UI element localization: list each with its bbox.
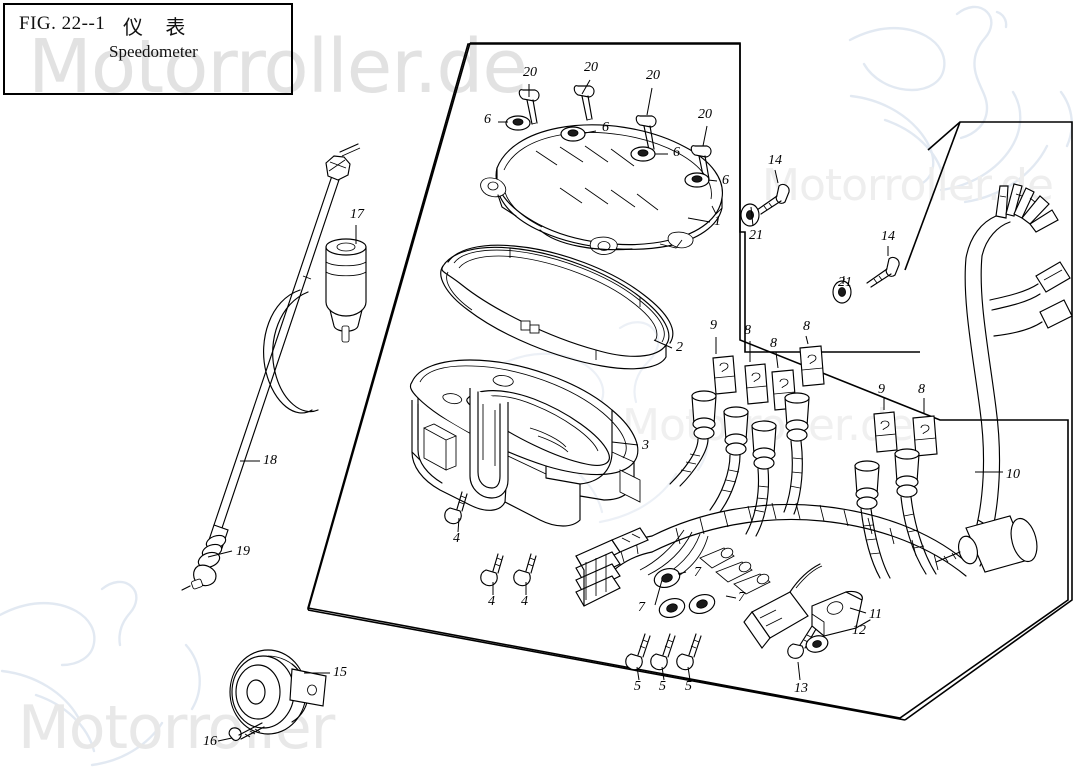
callout-4-a: 4 <box>453 531 460 546</box>
leader-lines <box>207 79 1003 742</box>
callout-9-b: 9 <box>878 382 885 397</box>
multipin-connector <box>575 527 649 607</box>
callout-14-b: 14 <box>881 229 895 244</box>
part-2-gasket-ring <box>440 244 674 370</box>
bulb-socket-group <box>669 345 938 579</box>
part-16-horn-bolt <box>228 722 265 742</box>
terminal-tab-8a <box>744 363 769 405</box>
part-3-speedometer-lower-case <box>409 359 641 527</box>
screw-5-b <box>650 633 676 671</box>
callout-6-b: 6 <box>602 120 609 135</box>
screw-5-a <box>625 633 651 671</box>
callout-8-b: 8 <box>770 336 777 351</box>
part-17-speedometer-gear <box>325 238 367 343</box>
bulb-socket-d <box>783 392 810 515</box>
callout-20-d: 20 <box>698 107 712 122</box>
harness-panel-left <box>904 121 961 271</box>
callout-21-a: 21 <box>749 228 763 243</box>
callout-6-d: 6 <box>722 173 729 188</box>
main-panel-diagonal-left <box>307 42 471 611</box>
terminal-tab-9a <box>712 355 737 395</box>
main-panel-outline <box>470 42 920 353</box>
callout-8-d: 8 <box>918 382 925 397</box>
callout-17: 17 <box>350 207 364 222</box>
screw-14-washer-21-group <box>740 183 900 304</box>
callout-10: 10 <box>1006 467 1020 482</box>
screw-4-a <box>444 491 468 525</box>
part-15-horn <box>228 649 327 742</box>
callout-20-b: 20 <box>584 60 598 75</box>
callout-6-a: 6 <box>484 112 491 127</box>
callout-8-c: 8 <box>803 319 810 334</box>
screw-group-5 <box>625 633 702 671</box>
callout-18: 18 <box>263 453 277 468</box>
callout-4-b: 4 <box>488 594 495 609</box>
callout-7-c: 7 <box>738 590 745 605</box>
callout-15: 15 <box>333 665 347 680</box>
screw-4-b <box>480 553 504 587</box>
callout-20-a: 20 <box>523 65 537 80</box>
callout-20-c: 20 <box>646 68 660 83</box>
screw-5-c <box>676 633 702 671</box>
callout-12: 12 <box>852 623 866 638</box>
figure-number: FIG. 22--1 <box>19 13 106 34</box>
callout-8-a: 8 <box>744 323 751 338</box>
figure-title-chinese: 仪 表 <box>123 15 194 39</box>
part-13-connector <box>743 563 823 659</box>
callout-2: 2 <box>676 340 683 355</box>
callout-4-c: 4 <box>521 594 528 609</box>
ring-terminal-group <box>699 547 771 595</box>
bulb-socket-e <box>854 460 891 579</box>
screw-group-4 <box>444 491 537 587</box>
screw-4-c <box>513 553 537 587</box>
washer-7-b <box>658 597 686 619</box>
callout-13: 13 <box>794 681 808 696</box>
screw-14-a <box>756 183 790 215</box>
callout-5-a: 5 <box>634 679 641 694</box>
callout-5-c: 5 <box>685 679 692 694</box>
bulb-socket-f <box>894 448 937 575</box>
part-18-speedometer-cable <box>181 143 361 591</box>
washer-6-a <box>505 115 531 131</box>
callout-16: 16 <box>203 734 217 749</box>
washer-group-6 <box>505 115 710 188</box>
callout-19: 19 <box>236 544 250 559</box>
bulb-socket-c <box>745 420 777 537</box>
figure-title-english: Speedometer <box>109 42 198 61</box>
part-11-cable-clamp <box>811 590 871 637</box>
part-12-washer <box>805 635 829 653</box>
callout-11: 11 <box>869 607 882 622</box>
washer-group-7 <box>653 567 716 619</box>
callout-7-a: 7 <box>638 600 645 615</box>
washer-6-c <box>630 146 656 162</box>
washer-7-c <box>688 593 716 615</box>
terminal-tab-8d <box>912 415 938 457</box>
part-10-wire-harness <box>599 183 1073 595</box>
callout-9-a: 9 <box>710 318 717 333</box>
main-panel-bottom <box>307 609 906 721</box>
title-block: FIG. 22--1 仪 表 Speedometer <box>3 3 293 95</box>
callout-14-a: 14 <box>768 153 782 168</box>
terminal-tab-9b <box>873 411 898 453</box>
callout-6-c: 6 <box>673 145 680 160</box>
callout-7-b: 7 <box>694 565 701 580</box>
washer-6-d <box>684 172 710 188</box>
washer-7-a <box>653 567 681 589</box>
callout-3: 3 <box>642 438 649 453</box>
screw-14-b <box>866 256 900 288</box>
washer-6-b <box>560 126 586 142</box>
callout-5-b: 5 <box>659 679 666 694</box>
screw-20-b <box>573 85 595 121</box>
terminal-tab-8c <box>799 345 825 387</box>
callout-21-b: 21 <box>838 275 852 290</box>
bulb-socket-a <box>669 390 717 487</box>
bulb-socket-b <box>709 406 749 513</box>
part-1-speedometer-cover <box>480 124 723 255</box>
part-19-cable-end-fitting <box>181 524 229 591</box>
callout-1: 1 <box>714 214 721 229</box>
